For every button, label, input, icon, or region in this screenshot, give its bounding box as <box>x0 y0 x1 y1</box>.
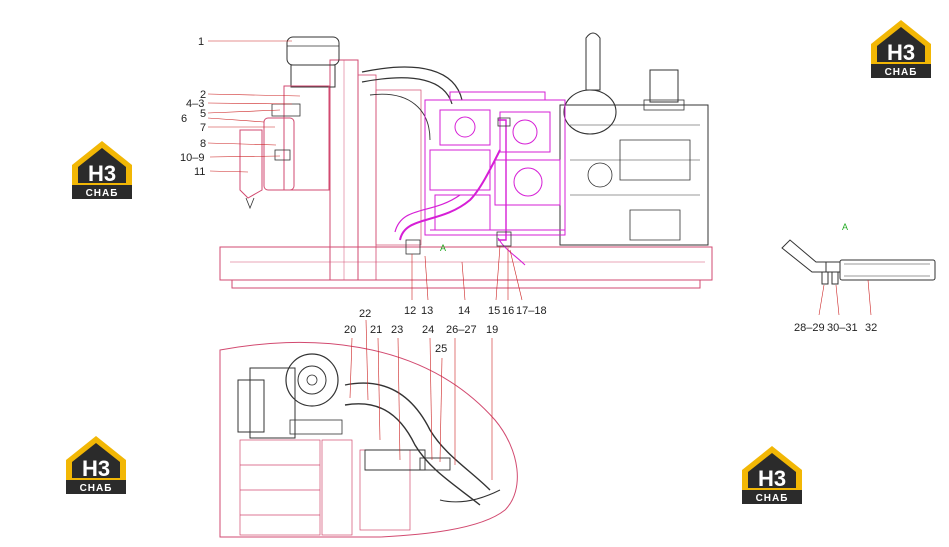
callout-32: 32 <box>865 322 877 334</box>
callout-2: 2 <box>200 89 206 101</box>
callout-28-29: 28–29 <box>794 322 825 334</box>
svg-text:СНАБ: СНАБ <box>885 67 918 78</box>
svg-text:H3: H3 <box>758 466 786 491</box>
callout-10-9: 10–9 <box>180 152 204 164</box>
svg-text:СНАБ: СНАБ <box>86 188 119 199</box>
callout-8: 8 <box>200 138 206 150</box>
watermark-logo-left: H3 СНАБ <box>72 141 132 199</box>
callout-16: 16 <box>502 305 514 317</box>
watermark-logo-bottom-left: H3 СНАБ <box>66 436 126 494</box>
lower-detail-view <box>219 341 518 538</box>
main-assembly-view: A <box>219 32 713 289</box>
callout-21: 21 <box>370 324 382 336</box>
callout-11: 11 <box>194 166 205 178</box>
callout-1: 1 <box>198 36 204 48</box>
svg-text:СНАБ: СНАБ <box>80 483 113 494</box>
callout-labels: 1 2 4–3 5 6 7 8 10–9 11 12 13 14 15 16 1… <box>180 36 877 355</box>
callout-25: 25 <box>435 343 447 355</box>
callout-4-3: 4–3 <box>186 98 204 110</box>
callout-5: 5 <box>200 108 206 120</box>
callout-19: 19 <box>486 324 498 336</box>
callout-12: 12 <box>404 305 416 317</box>
svg-text:H3: H3 <box>887 40 915 65</box>
watermark-logo-top-right: H3 СНАБ <box>871 20 931 78</box>
callout-23: 23 <box>391 324 403 336</box>
callout-26-27: 26–27 <box>446 324 477 336</box>
callout-22: 22 <box>359 308 371 320</box>
callout-24: 24 <box>422 324 434 336</box>
watermark-logo-bottom-right: H3 СНАБ <box>742 446 802 504</box>
view-marker-detail: A <box>842 222 848 232</box>
callout-30-31: 30–31 <box>827 322 858 334</box>
leader-lines <box>207 40 872 480</box>
svg-text:СНАБ: СНАБ <box>756 493 789 504</box>
callout-20: 20 <box>344 324 356 336</box>
detail-view-a <box>781 239 936 285</box>
callout-15: 15 <box>488 305 500 317</box>
callout-17-18: 17–18 <box>516 305 547 317</box>
view-marker-main: A <box>440 243 446 253</box>
callout-13: 13 <box>421 305 433 317</box>
svg-text:H3: H3 <box>88 161 116 186</box>
svg-text:H3: H3 <box>82 456 110 481</box>
callout-7: 7 <box>200 122 206 134</box>
callout-6: 6 <box>181 113 187 125</box>
callout-14: 14 <box>458 305 470 317</box>
